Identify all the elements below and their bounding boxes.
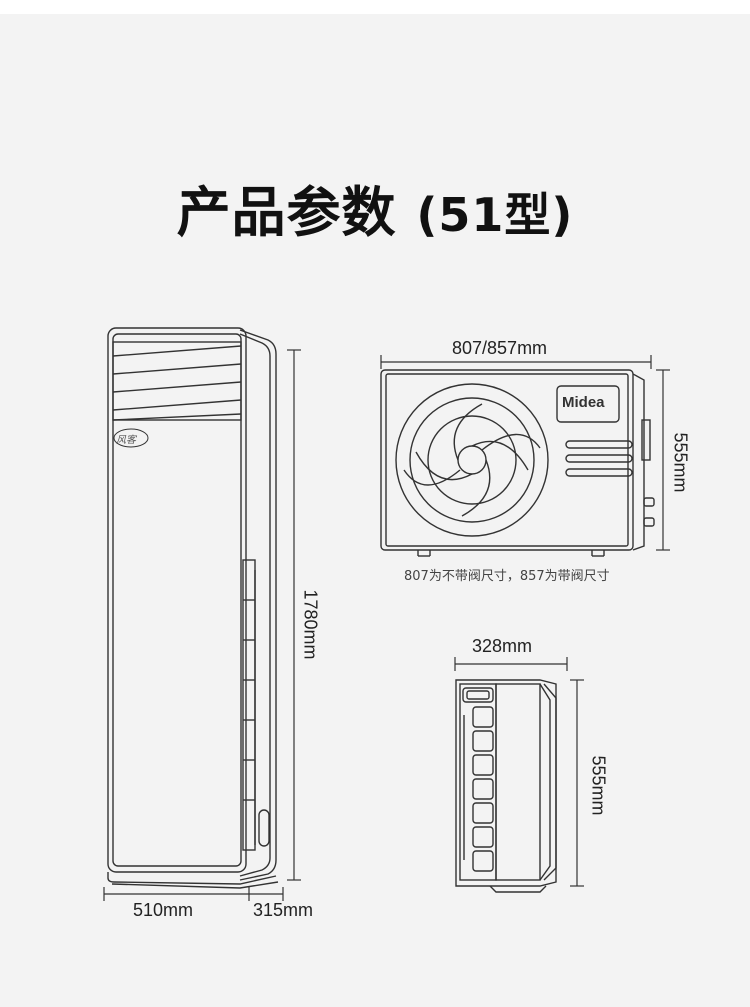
page-title: 产品参数 (51型) [0,168,750,247]
indoor-width-label: 510mm [133,900,194,920]
outdoor-side-dimension-lines [454,657,584,887]
outdoor-front-drawing [380,369,655,557]
indoor-depth-label: 315mm [253,900,314,920]
outdoor-front-height-label: 555mm [670,432,691,493]
outdoor-side-drawing [455,679,557,893]
title-main: 产品参数 [176,181,397,244]
outdoor-side-width-label: 328mm [472,636,533,656]
brand-logo-text: Midea [562,394,605,411]
outdoor-size-note: 807为不带阀尺寸，857为带阀尺寸 [404,569,610,584]
indoor-logo [113,428,149,448]
outdoor-side-height-label: 555mm [588,755,609,816]
indoor-dimension-lines [103,349,301,901]
indoor-height-label: 1780mm [300,589,321,660]
title-model: (51型) [416,188,574,242]
outdoor-front-dimension-lines [380,355,670,551]
indoor-logo-text: 风客 [116,435,136,446]
top-strip [0,0,750,14]
indoor-unit-drawing [107,327,279,889]
outdoor-front-width-label: 807/857mm [452,338,548,358]
